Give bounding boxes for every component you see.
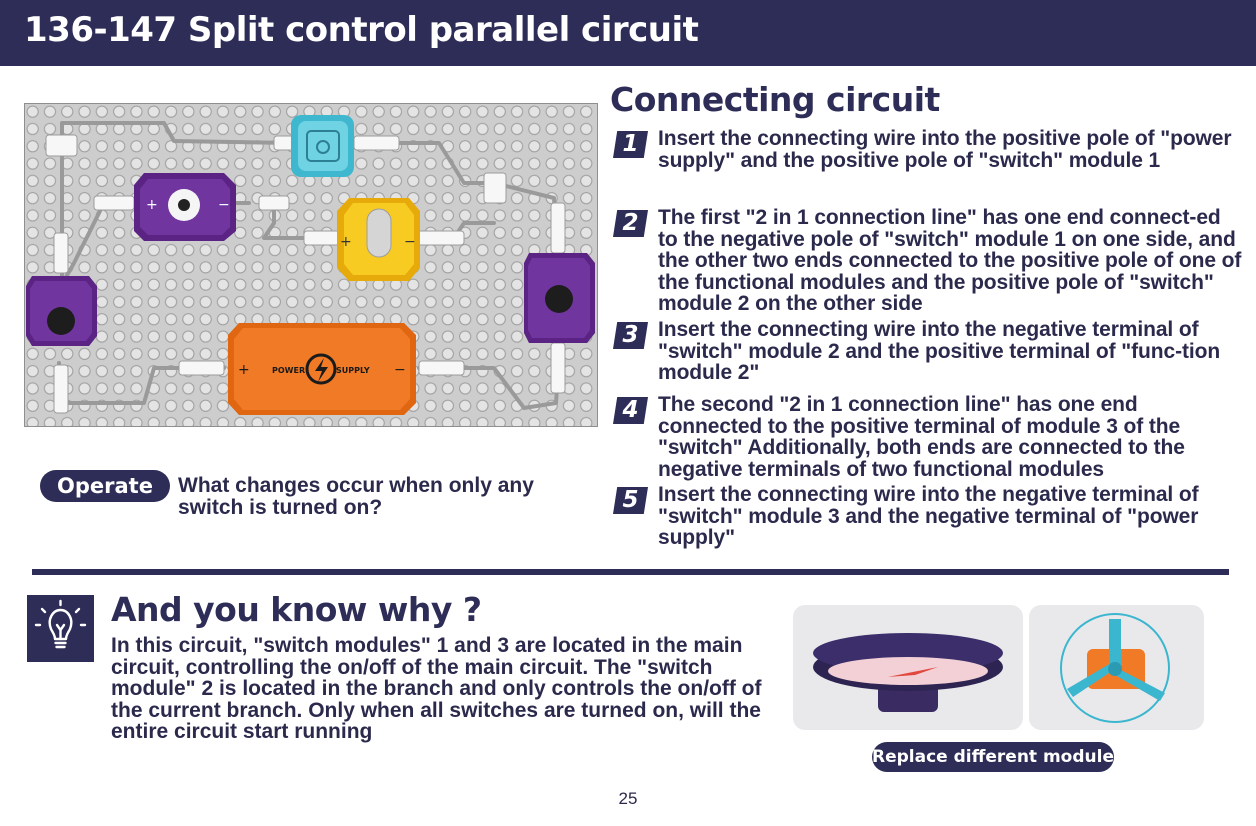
svg-text:−: − xyxy=(218,197,230,213)
svg-text:+: + xyxy=(340,234,352,250)
circuit-board-illustration: + − + − POWER S xyxy=(24,103,598,427)
operate-badge: Operate xyxy=(40,470,170,502)
page-number: 25 xyxy=(618,789,638,808)
lightbulb-icon xyxy=(27,595,94,662)
step-text: Insert the connecting wire into the nega… xyxy=(658,483,1199,549)
svg-text:−: − xyxy=(404,234,416,250)
step-number: 3 xyxy=(613,322,648,349)
step-text: The first "2 in 1 connection line" has o… xyxy=(658,206,1242,315)
purple-module-top: + − xyxy=(134,173,236,241)
switch-module-2: + − xyxy=(337,198,420,281)
page-title: 136-147 Split control parallel circuit xyxy=(24,10,699,50)
power-supply-module: POWER SUPPLY + − xyxy=(228,323,416,415)
section-divider xyxy=(32,569,1229,575)
step-text: Insert the connecting wire into the nega… xyxy=(658,318,1221,384)
connectors xyxy=(45,134,566,414)
purple-module-left xyxy=(26,276,97,346)
power-label-right: SUPPLY xyxy=(336,366,370,375)
step-text: Insert the connecting wire into the posi… xyxy=(658,127,1232,172)
step-number: 1 xyxy=(613,131,648,158)
operate-question: What changes occur when only any switch … xyxy=(178,474,534,519)
step-number: 5 xyxy=(613,487,648,514)
switch-module-1 xyxy=(291,115,354,177)
power-label-left: POWER xyxy=(272,366,305,375)
know-why-body: In this circuit, "switch modules" 1 and … xyxy=(111,634,762,743)
page-header: 136-147 Split control parallel circuit xyxy=(0,0,1256,66)
step-number: 2 xyxy=(613,210,648,237)
step-number: 4 xyxy=(613,397,648,424)
ufo-module-image xyxy=(793,605,1023,730)
power-plus: + xyxy=(238,362,250,378)
replace-modules-badge: Replace different modules xyxy=(872,742,1124,772)
step-text: The second "2 in 1 connection line" has … xyxy=(658,393,1185,481)
connecting-circuit-title: Connecting circuit xyxy=(610,80,940,119)
purple-module-right xyxy=(524,253,595,343)
fan-module-image xyxy=(1029,605,1204,730)
svg-text:+: + xyxy=(146,197,158,213)
know-why-title: And you know why ? xyxy=(111,590,482,629)
power-minus: − xyxy=(394,362,406,378)
